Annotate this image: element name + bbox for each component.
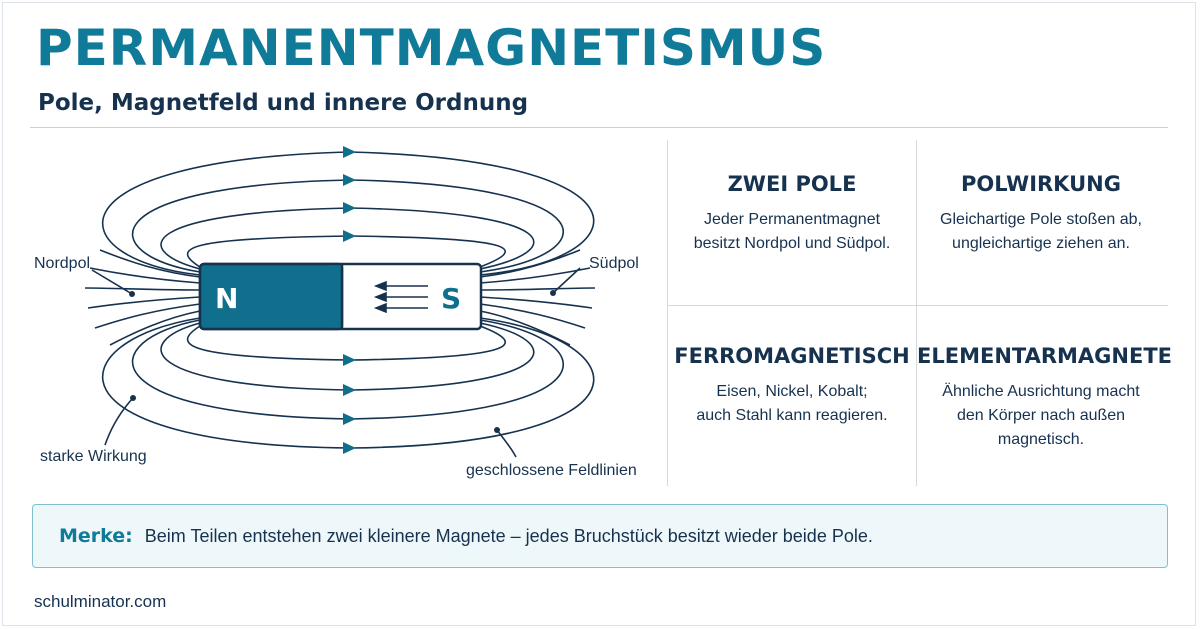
cell-text-line: Jeder Permanentmagnet [703, 211, 881, 228]
grid-divider-horizontal [668, 305, 1168, 306]
magnetic-field-diagram: N S Nordpol Südpol starke Wirkung geschl… [0, 130, 668, 500]
page-subtitle: Pole, Magnetfeld und innere Ordnung [38, 90, 529, 116]
cell-text-line: Ähnliche Ausrichtung macht [942, 383, 1140, 400]
fan-line-s-4 [479, 296, 593, 309]
arrow-bottom-2 [343, 413, 356, 425]
cell-text-line: ungleichartige ziehen an. [952, 235, 1130, 252]
fan-line-n-3 [84, 287, 201, 291]
arrow-top-1 [343, 146, 356, 158]
cell-text: Eisen, Nickel, Kobalt; auch Stahl kann r… [668, 380, 916, 428]
leader-suedpol [552, 267, 581, 294]
fan-line-n-2 [89, 267, 201, 284]
arrow-top-3 [343, 202, 356, 214]
cell-text-line: magnetisch. [997, 431, 1085, 448]
arrow-bottom-1 [343, 442, 356, 454]
merke-text: Beim Teilen entstehen zwei kleinere Magn… [144, 525, 873, 546]
label-geschlossene-feldlinien: geschlossene Feldlinien [466, 462, 637, 479]
info-cell-ferromagnetisch: FERROMAGNETISCH Eisen, Nickel, Kobalt; a… [668, 342, 916, 428]
info-cell-elementarmagnete: ELEMENTARMAGNETE Ähnliche Ausrichtung ma… [917, 342, 1172, 452]
dot-starke-wirkung [130, 395, 136, 401]
field-lines-svg [84, 146, 596, 458]
inner-arrow-1-head [373, 280, 387, 292]
fan-line-s-1 [479, 249, 581, 278]
fan-line-s-5 [479, 303, 586, 329]
arrow-top-4 [343, 230, 356, 242]
fan-line-s-2 [479, 267, 591, 284]
field-loop-bottom-4 [186, 325, 507, 361]
leader-nordpol [91, 269, 133, 295]
arrow-top-2 [343, 174, 356, 186]
leader-starke-wirkung [104, 397, 134, 446]
inner-arrow-3-head [373, 302, 387, 314]
fan-line-n-1 [99, 249, 201, 278]
field-loop-top-4 [186, 235, 507, 268]
page-title: PERMANENTMAGNETISMUS [36, 19, 827, 77]
fan-line-n-6 [109, 310, 201, 346]
cell-text-line: Gleichartige Pole stoßen ab, [940, 211, 1142, 228]
inner-arrow-2-head [373, 291, 387, 303]
info-cell-zwei-pole: ZWEI POLE Jeder Permanentmagnet besitzt … [668, 170, 916, 256]
section-divider [667, 140, 668, 486]
field-loop-bottom-1 [101, 317, 595, 449]
fan-line-s-6 [479, 310, 571, 346]
footer-site: schulminator.com [34, 592, 167, 611]
cell-text-line: den Körper nach außen [956, 407, 1126, 424]
cell-text-line: besitzt Nordpol und Südpol. [693, 235, 891, 252]
fan-line-n-5 [94, 303, 201, 329]
dot-feldlinien [494, 427, 500, 433]
cell-text: Gleichartige Pole stoßen ab, ungleichart… [917, 208, 1165, 256]
dot-nordpol [129, 291, 135, 297]
fan-line-n-4 [87, 296, 201, 309]
cell-title: ZWEI POLE [727, 172, 857, 196]
header-divider [30, 127, 1168, 128]
cell-text: Ähnliche Ausrichtung macht den Körper na… [917, 380, 1165, 452]
grid-divider-vertical [916, 140, 917, 486]
cell-text: Jeder Permanentmagnet besitzt Nordpol un… [668, 208, 916, 256]
merke-label: Merke: [59, 525, 133, 547]
label-starke-wirkung: starke Wirkung [40, 448, 147, 465]
label-suedpol: Südpol [589, 255, 639, 272]
cell-text-line: auch Stahl kann reagieren. [696, 407, 888, 424]
label-nordpol: Nordpol [34, 255, 91, 272]
cell-text-line: Eisen, Nickel, Kobalt; [716, 383, 868, 400]
merke-callout: Merke: Beim Teilen entstehen zwei kleine… [32, 504, 1168, 568]
fan-line-s-3 [479, 287, 596, 291]
arrow-bottom-4 [343, 354, 356, 366]
info-cell-polwirkung: POLWIRKUNG Gleichartige Pole stoßen ab, … [917, 170, 1165, 256]
dot-suedpol [550, 290, 556, 296]
north-pole-letter: N [215, 282, 239, 315]
cell-title: ELEMENTARMAGNETE [917, 344, 1172, 368]
arrow-bottom-3 [343, 384, 356, 396]
cell-title: FERROMAGNETISCH [674, 344, 910, 368]
south-pole-letter: S [441, 282, 462, 315]
magnet-north-fill-fix [330, 265, 342, 328]
cell-title: POLWIRKUNG [961, 172, 1121, 196]
